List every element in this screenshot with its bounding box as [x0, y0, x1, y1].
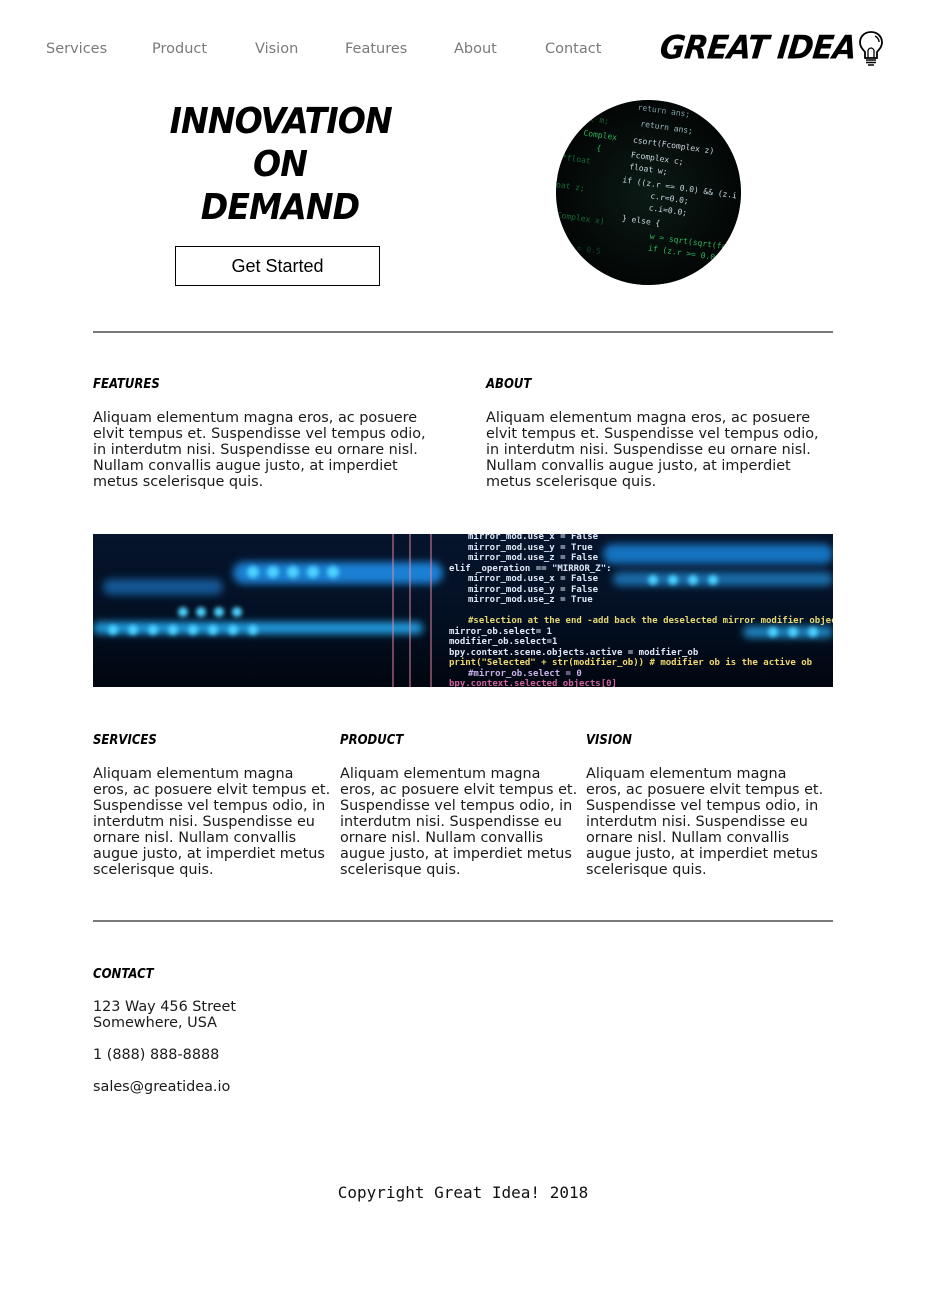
banner-code-line: bpy.context.scene.objects.active = modif… [449, 647, 699, 658]
footer-copyright: Copyright Great Idea! 2018 [337, 1183, 589, 1202]
lightbulb-icon [858, 31, 883, 66]
code-screen-graphic: return ans; return ans; Complex csort(Fc… [556, 100, 741, 285]
banner-code-line: elif _operation == "MIRROR_Z": [449, 563, 612, 574]
about-text: Aliquam elementum magna eros, ac posuere… [486, 410, 819, 490]
svg-text:oat z;: oat z; [556, 180, 585, 193]
get-started-button[interactable]: Get Started [175, 246, 380, 286]
banner-code-line: mirror_mod.use_x = False [468, 573, 599, 584]
banner-code-line: mirror_mod.use_y = True [468, 542, 593, 553]
nav-product-link[interactable]: Product [152, 41, 208, 57]
banner-code-line: modifier_ob.select=1 [449, 636, 557, 647]
address-line-2: Somewhere, USA [93, 1015, 217, 1031]
phone-number: 1 (888) 888-8888 [93, 1047, 220, 1063]
banner-code-line: mirror_mod.use_z = False [468, 552, 599, 563]
svg-text:*float: *float [561, 153, 591, 166]
code-banner-image: mirror_mod.use_x = False mirror_mod.use_… [93, 534, 833, 687]
contact-heading: CONTACT [93, 967, 154, 982]
banner-code-line: bpy.context.selected_objects[0] [449, 678, 617, 687]
banner-code-line: #selection at the end -add back the dese… [468, 615, 833, 626]
banner-code-line: print("Selected" + str(modifier_ob)) # m… [449, 657, 813, 668]
banner-code-line: mirror_mod.use_y = False [468, 584, 599, 595]
svg-text:{: { [596, 143, 602, 153]
product-heading: PRODUCT [340, 733, 404, 748]
banner-code-line: mirror_mod.use_x = False [468, 534, 599, 542]
section-divider [93, 331, 833, 333]
nav-features-link[interactable]: Features [345, 41, 408, 57]
features-heading: FEATURES [93, 377, 160, 392]
logo-text: GREAT IDEA [658, 29, 858, 67]
site-logo[interactable]: GREAT IDEA [658, 28, 885, 68]
services-text: Aliquam elementum magna eros, ac posuere… [93, 766, 331, 878]
features-text: Aliquam elementum magna eros, ac posuere… [93, 410, 426, 490]
code-banner-graphic: mirror_mod.use_x = False mirror_mod.use_… [93, 534, 833, 687]
section-divider [93, 920, 833, 922]
hero-title: INNOVATION ON DEMAND [169, 100, 393, 229]
address-line-1: 123 Way 456 Street [93, 999, 237, 1015]
nav-services-link[interactable]: Services [46, 41, 108, 57]
about-heading: ABOUT [486, 377, 532, 392]
banner-code-line: mirror_mod.use_z = True [468, 594, 593, 605]
hero-title-line: INNOVATION [169, 101, 393, 142]
banner-code-line: mirror_ob.select= 1 [449, 626, 552, 637]
product-text: Aliquam elementum magna eros, ac posuere… [340, 766, 578, 878]
hero-title-line: ON [252, 144, 308, 185]
nav-contact-link[interactable]: Contact [545, 41, 602, 57]
banner-code-line: #mirror_ob.select = 0 [468, 668, 582, 679]
code-screen-circle-image: return ans; return ans; Complex csort(Fc… [556, 100, 741, 285]
vision-text: Aliquam elementum magna eros, ac posuere… [586, 766, 824, 878]
nav-about-link[interactable]: About [454, 41, 497, 57]
nav-vision-link[interactable]: Vision [255, 41, 299, 57]
hero-title-line: DEMAND [200, 187, 360, 228]
vision-heading: VISION [586, 733, 632, 748]
services-heading: SERVICES [93, 733, 157, 748]
email-link[interactable]: sales@greatidea.io [93, 1079, 231, 1095]
